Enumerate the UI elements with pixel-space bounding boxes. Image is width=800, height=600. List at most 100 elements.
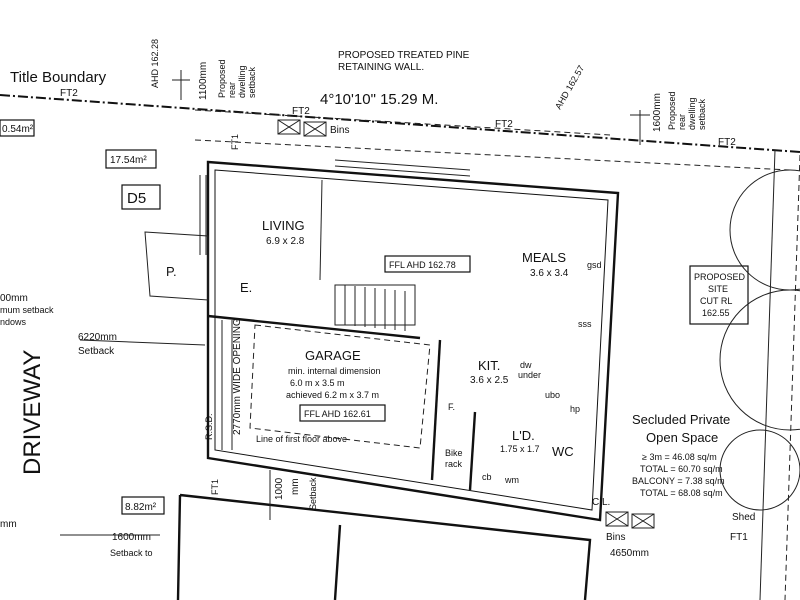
rear-setback-left-note-3: setback xyxy=(247,66,257,98)
dim-1000-unit: mm xyxy=(290,478,301,495)
ld-dims: 1.75 x 1.7 xyxy=(500,444,540,454)
secluded-0: Secluded Private xyxy=(632,412,730,427)
retaining-wall-label-1: PROPOSED TREATED PINE xyxy=(338,50,470,61)
area-left-box xyxy=(0,119,35,137)
garage-note-1: 6.0 m x 3.5 m xyxy=(290,378,345,388)
bins-top-label: Bins xyxy=(330,125,349,136)
driveway-label: DRIVEWAY xyxy=(19,350,46,475)
site-cut-2: CUT RL xyxy=(700,296,732,306)
unit-id: D5 xyxy=(127,190,146,207)
rear-setback-line xyxy=(194,109,611,136)
retaining-wall-label-2: RETAINING WALL. xyxy=(338,62,424,73)
ft2-label-c: FT2 xyxy=(495,119,513,130)
site-cut-box xyxy=(689,265,749,325)
site-cut-3: 162.55 xyxy=(702,308,730,318)
ubo-label: ubo xyxy=(545,390,560,400)
rear-setback-right-note-1: rear xyxy=(677,114,687,130)
dim-4650: 4650mm xyxy=(610,548,649,559)
bike-rack-1: rack xyxy=(445,459,463,469)
garage-opening xyxy=(221,320,233,450)
cb-label: cb xyxy=(482,472,492,482)
garage-note-2: achieved 6.2 m x 3.7 m xyxy=(286,390,379,400)
wall-kit-ld xyxy=(468,411,477,491)
setback-small: Setback xyxy=(308,477,318,510)
dim-1600: 1600mm xyxy=(112,532,151,543)
dim-tick-left xyxy=(79,70,206,346)
garage-first-floor-line xyxy=(249,324,431,449)
rear-setback-right-note-0: Proposed xyxy=(667,91,677,130)
rear-setback-right-note-2: dwelling xyxy=(687,97,697,130)
setback-left-label: Setback xyxy=(78,346,115,357)
living-dims: 6.9 x 2.8 xyxy=(266,236,305,247)
min-setback-1: mum setback xyxy=(0,305,54,315)
secluded-1: Open Space xyxy=(646,430,718,445)
bearing-label: 4°10'10" 15.29 M. xyxy=(320,91,438,108)
rsd-label: R.S.D. xyxy=(204,413,214,440)
ahd-right-label: AHD 162.57 xyxy=(553,64,586,111)
dw-under-label: under xyxy=(518,370,541,380)
mm-left: mm xyxy=(0,519,17,530)
wall-garage-right xyxy=(430,339,442,481)
porch-outline xyxy=(144,231,209,301)
area-top-box xyxy=(105,149,157,169)
bins-bottom-label: Bins xyxy=(606,532,625,543)
bins-top-hatch xyxy=(277,119,327,137)
wall-living-garage xyxy=(207,314,421,340)
tree-circle-3 xyxy=(719,429,800,511)
bins-bottom-hatch xyxy=(605,511,655,529)
setback-line-right xyxy=(784,154,800,600)
dw-label: dw xyxy=(520,360,532,370)
house-inner-wall xyxy=(214,169,609,511)
wide-opening-label: 2770mm WIDE OPENING xyxy=(232,318,243,435)
staircase xyxy=(334,284,416,331)
rear-setback-left: 1100mm xyxy=(198,62,209,100)
ft1-a: FT1 xyxy=(230,134,240,150)
ffl-upper-box xyxy=(384,255,471,273)
dim-1000: 1000 xyxy=(274,477,285,500)
rear-setback-left-note-2: dwelling xyxy=(237,65,247,98)
setback-to: Setback to xyxy=(110,548,153,558)
ft2-label-a: FT2 xyxy=(60,88,78,99)
ld-name: L'D. xyxy=(512,428,535,443)
setback-left-dim: 6220mm xyxy=(78,332,117,343)
porch-label: P. xyxy=(166,264,177,279)
site-cut-1: SITE xyxy=(708,284,728,294)
kit-name: KIT. xyxy=(478,358,500,373)
sss-label: sss xyxy=(578,319,592,329)
pos-calc-2: BALCONY = 7.38 sq/m xyxy=(632,476,725,486)
meals-name: MEALS xyxy=(522,250,566,265)
cl-label: C.L. xyxy=(592,497,610,508)
dim-tick-right xyxy=(630,110,650,145)
ft1-right: FT1 xyxy=(730,532,748,543)
lower-dwelling-wall xyxy=(176,493,592,600)
ahd-left-label: AHD 162.28 xyxy=(150,39,160,88)
tree-circle-2 xyxy=(719,289,800,431)
rear-setback-right-note-3: setback xyxy=(697,98,707,130)
f-label: F. xyxy=(448,402,455,412)
meals-dims: 3.6 x 3.4 xyxy=(530,268,569,279)
bike-rack-0: Bike xyxy=(445,448,463,458)
dim-tick-bottom xyxy=(60,470,271,536)
ffl-garage-box xyxy=(299,404,386,422)
area-bottom: 8.82m² xyxy=(125,502,157,513)
hp-label: hp xyxy=(570,404,580,414)
title-boundary-label: Title Boundary xyxy=(10,69,107,86)
house-outer-wall xyxy=(206,160,620,522)
kit-dims: 3.6 x 2.5 xyxy=(470,375,509,386)
ffl-garage: FFL AHD 162.61 xyxy=(304,409,371,419)
window-living-left xyxy=(199,175,207,255)
pos-calc-1: TOTAL = 60.70 sq/m xyxy=(640,464,723,474)
ffl-upper: FFL AHD 162.78 xyxy=(389,260,456,270)
wc-label: WC xyxy=(552,444,574,459)
lot-line-right xyxy=(759,149,776,600)
unit-id-box xyxy=(121,184,161,210)
rear-setback-left-note-0: Proposed xyxy=(217,59,227,98)
garage-name: GARAGE xyxy=(305,348,361,363)
ft2-label-d: FT2 xyxy=(718,137,736,148)
min-setback-0: 00mm xyxy=(0,293,28,304)
rear-setback-right: 1600mm xyxy=(652,93,663,132)
entry-label: E. xyxy=(240,280,252,295)
area-top: 17.54m² xyxy=(110,155,147,166)
garage-note-0: min. internal dimension xyxy=(288,366,381,376)
living-name: LIVING xyxy=(262,218,305,233)
